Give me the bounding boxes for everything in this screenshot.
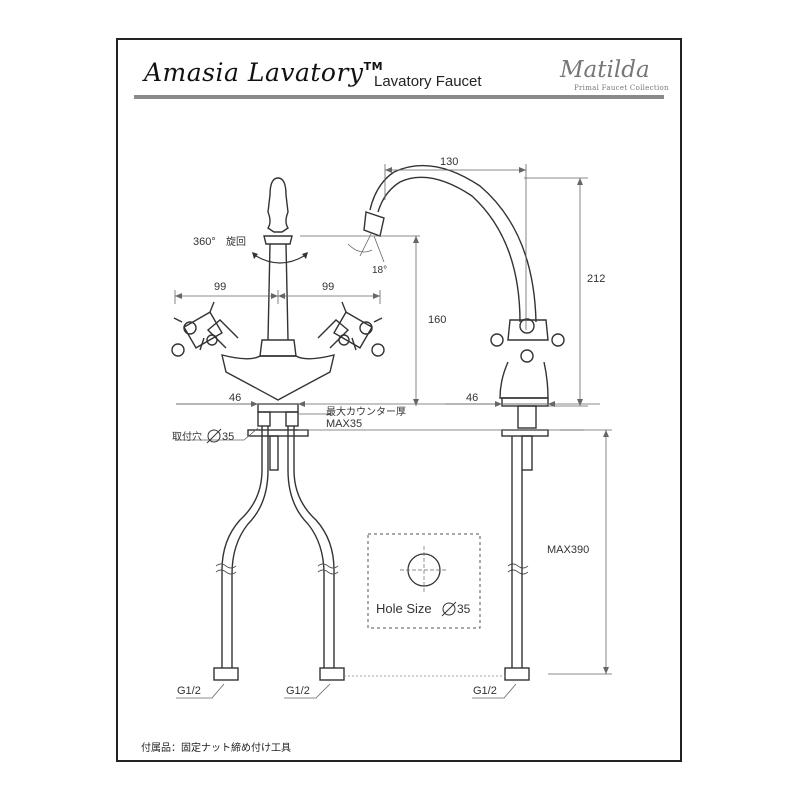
left-handle-knob-3 xyxy=(206,334,218,346)
left-arm xyxy=(206,319,239,349)
dim-base-side: 46 xyxy=(466,392,478,404)
left-handle-hub xyxy=(183,311,223,349)
side-handle-knob-right xyxy=(551,333,565,347)
mounting-plate xyxy=(247,429,309,437)
thread-label-3: G1/2 xyxy=(473,685,497,697)
right-supply-hose xyxy=(293,426,335,668)
right-handle-knob-2 xyxy=(359,321,373,335)
side-body xyxy=(499,361,549,399)
left-handle-knob-2 xyxy=(183,321,197,335)
left-supply-hose-inner xyxy=(231,426,269,668)
dim-spout-height: 160 xyxy=(428,314,446,326)
side-handle-knob-left xyxy=(490,333,504,347)
dimension-arrowheads xyxy=(175,167,609,674)
right-handle-knob-3 xyxy=(338,334,350,346)
side-shank xyxy=(517,405,537,429)
right-supply-hose-inner xyxy=(287,426,325,668)
product-subtitle: Lavatory Faucet xyxy=(374,73,482,90)
aerator-ring xyxy=(263,235,293,245)
left-hose-nut xyxy=(213,667,239,681)
drawing-frame xyxy=(116,38,682,762)
right-arm xyxy=(317,319,350,349)
hole-center-marks xyxy=(400,546,448,594)
right-handle-spokes xyxy=(341,301,383,351)
dim-counter-label: 最大カウンター厚 xyxy=(326,405,406,418)
swivel-arc xyxy=(255,255,305,264)
right-handle-hub xyxy=(333,311,373,349)
left-handle-knob xyxy=(171,343,185,357)
brand-title: Amasia LavatoryTM xyxy=(144,58,384,87)
center-stud xyxy=(269,435,279,471)
header-rule xyxy=(134,95,664,99)
side-stud xyxy=(521,435,533,471)
side-handle-hub xyxy=(519,318,535,334)
dim-counter-max: MAX35 xyxy=(326,418,362,430)
side-mounting-plate xyxy=(501,429,549,437)
collection-tagline: Primal Faucet Collection xyxy=(574,84,669,92)
right-shank xyxy=(285,411,299,427)
side-view xyxy=(363,164,565,681)
side-hose-nut xyxy=(504,667,530,681)
hole-size-label: Hole Size xyxy=(376,601,432,616)
side-base xyxy=(501,397,549,407)
hole-size-dia: 35 xyxy=(457,602,471,616)
right-hose-nut xyxy=(319,667,345,681)
dim-supply-max: MAX390 xyxy=(547,544,589,556)
dim-mount-hole: 取付穴 xyxy=(172,430,202,443)
right-handle-knob xyxy=(371,343,385,357)
collection-logo: Matilda xyxy=(560,57,650,83)
spout-tip xyxy=(363,211,385,237)
dim-mount-hole-dia: 35 xyxy=(222,431,234,443)
dim-swivel-label: 旋回 xyxy=(226,235,246,248)
front-view xyxy=(171,177,385,681)
thread-label-1: G1/2 xyxy=(177,685,201,697)
faucet-body xyxy=(221,354,335,401)
diameter-symbols xyxy=(206,428,457,617)
left-shank xyxy=(257,411,271,427)
dim-swivel: 360° xyxy=(193,236,216,248)
spout-finial xyxy=(267,177,289,233)
spout-collar xyxy=(259,339,297,357)
hole-size-box xyxy=(367,533,481,629)
side-bonnet xyxy=(507,319,549,341)
left-handle-spokes xyxy=(173,301,215,351)
thread-label-2: G1/2 xyxy=(286,685,310,697)
spout-inner xyxy=(369,164,537,323)
dim-base-front: 46 xyxy=(229,392,241,404)
trademark-mark: TM xyxy=(363,60,384,73)
spout-outer xyxy=(377,176,521,323)
side-supply-hose xyxy=(511,436,523,668)
accessories-note: 付属品：固定ナット締め付け工具 xyxy=(141,743,291,754)
side-handle-knob-front xyxy=(520,349,534,363)
dim-handle-left: 99 xyxy=(214,281,226,293)
dim-total-height: 212 xyxy=(587,273,605,285)
left-supply-hose xyxy=(221,426,263,668)
dim-handle-right: 99 xyxy=(322,281,334,293)
hose-break-marks xyxy=(215,563,529,575)
front-base xyxy=(257,403,299,413)
spout-column xyxy=(267,243,289,341)
dim-spout-reach: 130 xyxy=(440,156,458,168)
dim-aerator-angle: 18° xyxy=(372,265,387,276)
